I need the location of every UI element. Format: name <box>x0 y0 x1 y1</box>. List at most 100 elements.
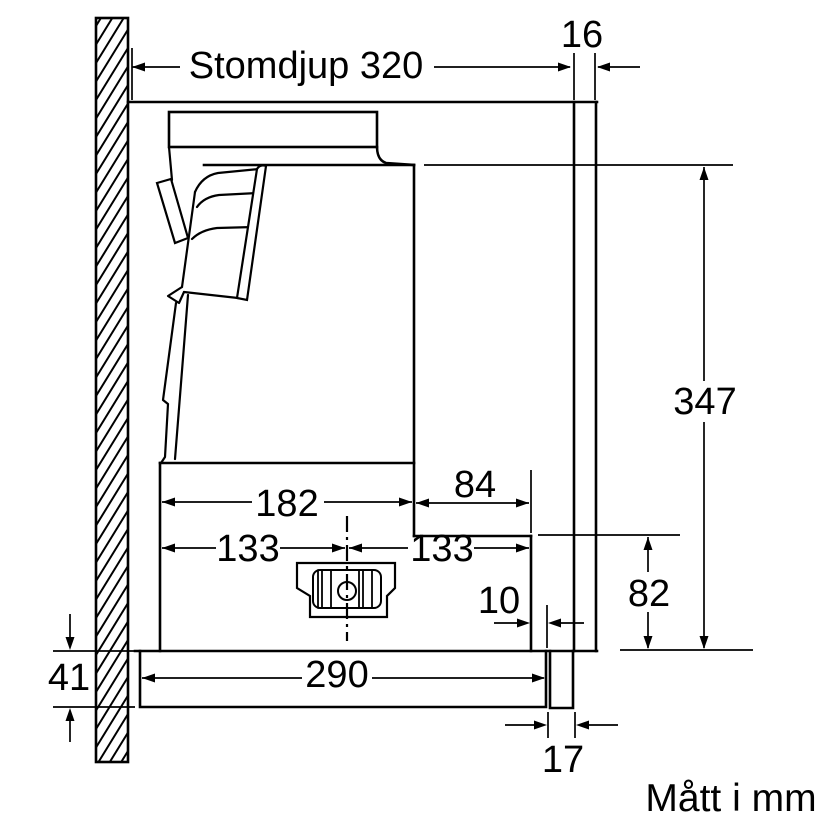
dim-label-panel-16: 16 <box>561 14 603 56</box>
dim-label-depth-182: 182 <box>255 483 318 525</box>
arrow-left-icon <box>576 720 589 730</box>
arrow-left-icon <box>162 543 175 553</box>
dim-label-strip-17: 17 <box>542 739 584 781</box>
hatch-stroke <box>95 676 129 730</box>
hatch-stroke <box>95 343 129 397</box>
arrow-left-icon <box>349 543 362 553</box>
arrow-left-icon <box>162 497 175 507</box>
arrow-right-icon <box>532 673 545 683</box>
hatch-stroke <box>95 694 129 749</box>
hatch-stroke <box>95 639 129 693</box>
hatch-stroke <box>95 583 129 638</box>
hatch-stroke <box>95 287 129 342</box>
hatch-stroke <box>95 528 129 582</box>
front-edge-outer <box>159 301 178 465</box>
arrow-up-icon <box>643 537 653 550</box>
hatch-stroke <box>95 47 129 101</box>
hatch-stroke <box>95 139 129 194</box>
hatch-stroke <box>95 657 129 712</box>
flap-blade-1-bottom <box>195 191 259 209</box>
flap-left-edge <box>180 190 197 289</box>
power-connector <box>295 516 397 641</box>
hatch-stroke <box>95 213 129 268</box>
hatch-stroke <box>95 158 129 212</box>
dimension-lines <box>53 48 753 742</box>
hatch-stroke <box>95 417 129 471</box>
arrow-right-icon <box>516 498 529 508</box>
drawer-outline <box>138 649 548 709</box>
hatch-stroke <box>95 176 129 231</box>
front-profile <box>159 145 190 465</box>
arrow-left-icon <box>132 62 145 72</box>
arrow-down-icon <box>643 636 653 649</box>
wall-outline <box>94 16 130 764</box>
units-caption: Mått i mm <box>645 777 816 820</box>
arrow-left-icon <box>416 498 429 508</box>
wall <box>94 16 130 764</box>
hatch-stroke <box>95 361 129 416</box>
arrow-down-icon <box>699 636 709 649</box>
hatch-stroke <box>95 250 129 305</box>
hatch-stroke <box>95 306 129 360</box>
hatch-stroke <box>95 491 129 545</box>
top-mounting-box <box>167 110 379 149</box>
hatch-stroke <box>95 565 129 619</box>
front-edge-inner <box>173 293 190 461</box>
flap-blade-1-top <box>193 167 261 194</box>
hatch-stroke <box>95 28 129 83</box>
hatch-stroke <box>95 620 129 675</box>
hatch-stroke <box>95 324 129 379</box>
flap-right-plate <box>235 164 268 302</box>
hatch-stroke <box>95 65 129 120</box>
front-strip-panel <box>548 649 575 710</box>
arrow-right-icon <box>558 62 571 72</box>
hatch-stroke <box>95 17 114 46</box>
arrow-right-icon <box>516 543 529 553</box>
hatch-stroke <box>95 232 129 286</box>
arrow-left-icon <box>597 62 610 72</box>
hatch-stroke <box>95 121 129 175</box>
cabinet-carcass <box>126 100 599 653</box>
dim-label-height-82: 82 <box>628 573 670 615</box>
hatch-stroke <box>95 84 129 138</box>
connector-ribs <box>317 569 373 609</box>
arrow-right-icon <box>399 497 412 507</box>
dimension-arrows <box>65 62 709 730</box>
arrow-right-icon <box>534 720 547 730</box>
hatch-stroke <box>95 472 129 527</box>
dim-label-front-41: 41 <box>48 657 90 699</box>
flap-blade-2 <box>190 225 256 241</box>
dim-label-center-133-right: 133 <box>410 528 473 570</box>
arrow-right-icon <box>332 543 345 553</box>
hood-body <box>133 110 599 710</box>
front-strip-line <box>167 145 174 182</box>
hatch-stroke <box>95 17 125 64</box>
pullout-drawer <box>138 649 575 710</box>
arrow-down-icon <box>65 637 75 650</box>
arrow-up-icon <box>65 708 75 721</box>
hatch-stroke <box>95 435 129 490</box>
dim-label-pullout-290: 290 <box>305 654 368 696</box>
hatch-stroke <box>108 731 129 763</box>
hatch-stroke <box>95 602 129 656</box>
hatch-stroke <box>97 713 129 763</box>
dim-label-gap-10: 10 <box>478 580 520 622</box>
flap-foot <box>166 285 186 305</box>
damper-flap-assembly <box>155 164 268 305</box>
hatch-stroke <box>95 509 129 564</box>
flap-left-plate <box>155 177 190 245</box>
hatch-stroke <box>95 102 129 157</box>
arrow-up-icon <box>699 167 709 180</box>
hatch-stroke <box>95 269 129 323</box>
dim-label-frame-depth: Stomdjup 320 <box>189 45 424 87</box>
body-top-chamfer <box>375 145 416 167</box>
arrow-right-icon <box>517 618 530 628</box>
dim-label-center-133-left: 133 <box>216 528 279 570</box>
dim-label-step-84: 84 <box>454 464 496 506</box>
hatch-stroke <box>95 454 129 508</box>
dimension-labels: Stomdjup 320 16 347 182 84 133 133 82 10… <box>48 14 817 820</box>
arrow-left-icon <box>548 618 561 628</box>
hatch-stroke <box>95 380 129 434</box>
hatch-stroke <box>95 195 129 249</box>
